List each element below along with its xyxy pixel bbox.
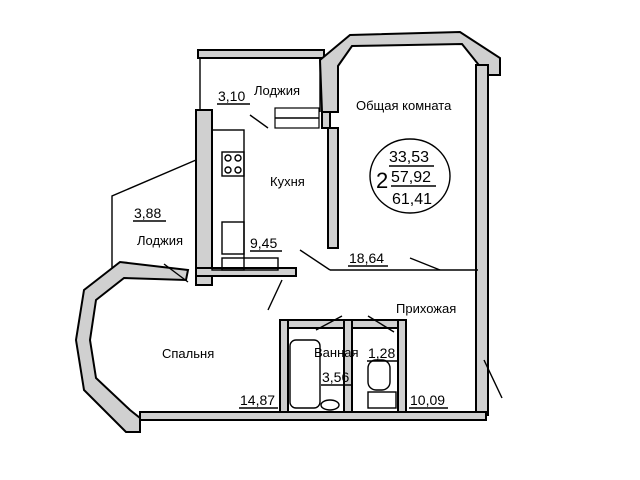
rooms-count: 2 (376, 168, 388, 193)
washbasin-icon (320, 399, 340, 411)
bathtub-icon (289, 339, 321, 409)
room-label-loggia-top: Лоджия (254, 83, 300, 98)
area-toilet: 1,28 (368, 345, 395, 361)
total-area-value: 57,92 (391, 169, 431, 186)
toilet-icon (367, 359, 391, 391)
total-with-loggia-value: 61,41 (392, 191, 432, 208)
windows (274, 107, 320, 129)
area-living: 18,64 (349, 250, 384, 266)
room-labels: Лоджия 3,10 Общая комната 18,64 Кухня 9,… (133, 83, 456, 409)
room-label-living: Общая комната (356, 98, 452, 113)
area-loggia-top: 3,10 (218, 88, 245, 104)
room-label-bedroom: Спальня (162, 346, 214, 361)
room-label-hall: Прихожая (396, 301, 456, 316)
room-label-bathroom: Ванная (314, 345, 359, 360)
walls (74, 30, 501, 433)
area-bathroom: 3,56 (322, 369, 349, 385)
room-label-loggia-left: Лоджия (137, 233, 183, 248)
doors (163, 114, 503, 399)
fixtures (211, 129, 397, 411)
living-area-value: 33,53 (389, 149, 429, 166)
area-kitchen: 9,45 (250, 235, 277, 251)
room-label-kitchen: Кухня (270, 174, 305, 189)
area-bedroom: 14,87 (240, 392, 275, 408)
stove-icon (221, 151, 245, 177)
area-hall: 10,09 (410, 392, 445, 408)
area-summary: 33,53 2 57,92 61,41 (369, 138, 451, 214)
sink-icon (221, 221, 245, 255)
area-loggia-left: 3,88 (134, 205, 161, 221)
